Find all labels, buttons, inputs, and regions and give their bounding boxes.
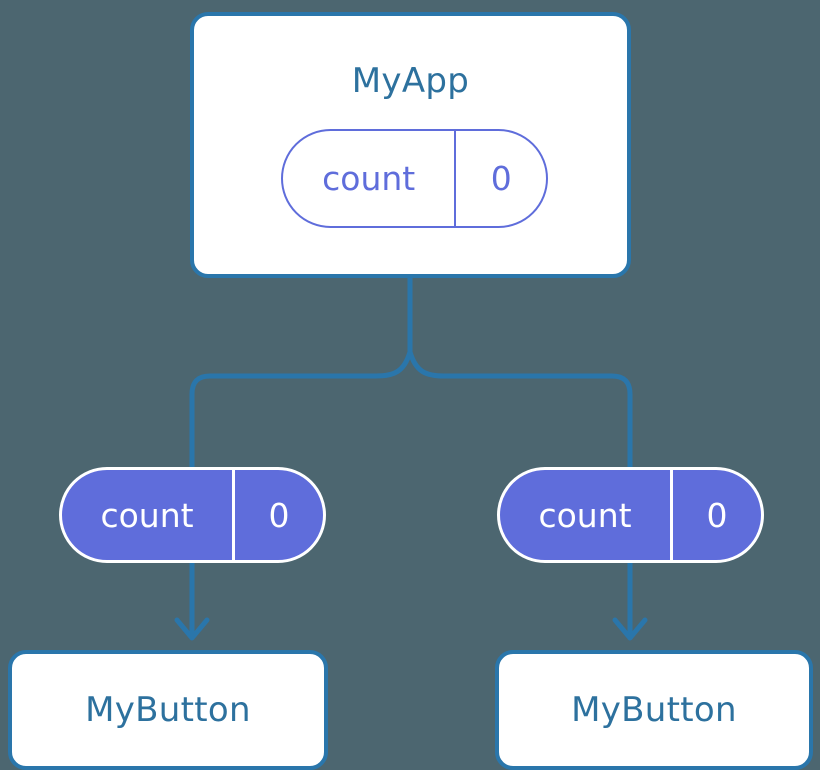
- connector-branch-left: [189, 349, 413, 470]
- component-box-mybutton-left[interactable]: MyButton: [8, 650, 328, 770]
- state-pill-myapp[interactable]: count 0: [281, 129, 548, 228]
- state-key-label: count: [283, 131, 457, 226]
- component-title-myapp: MyApp: [351, 61, 470, 101]
- arrow-head-left: [174, 617, 210, 641]
- component-box-myapp[interactable]: MyApp count 0: [190, 12, 631, 278]
- component-box-mybutton-right[interactable]: MyButton: [495, 650, 813, 770]
- state-value-label: 0: [490, 159, 512, 198]
- component-title-mybutton: MyButton: [571, 690, 737, 730]
- state-key-label: count: [62, 470, 236, 560]
- state-pill-child-right[interactable]: count 0: [497, 467, 764, 563]
- component-title-mybutton: MyButton: [85, 690, 251, 730]
- state-pill-child-left[interactable]: count 0: [59, 467, 326, 563]
- arrow-head-right: [612, 617, 648, 641]
- state-key-label: count: [500, 470, 674, 560]
- connector-branch-right: [407, 349, 633, 470]
- state-value-label: 0: [268, 495, 290, 535]
- state-value-label: 0: [706, 495, 728, 535]
